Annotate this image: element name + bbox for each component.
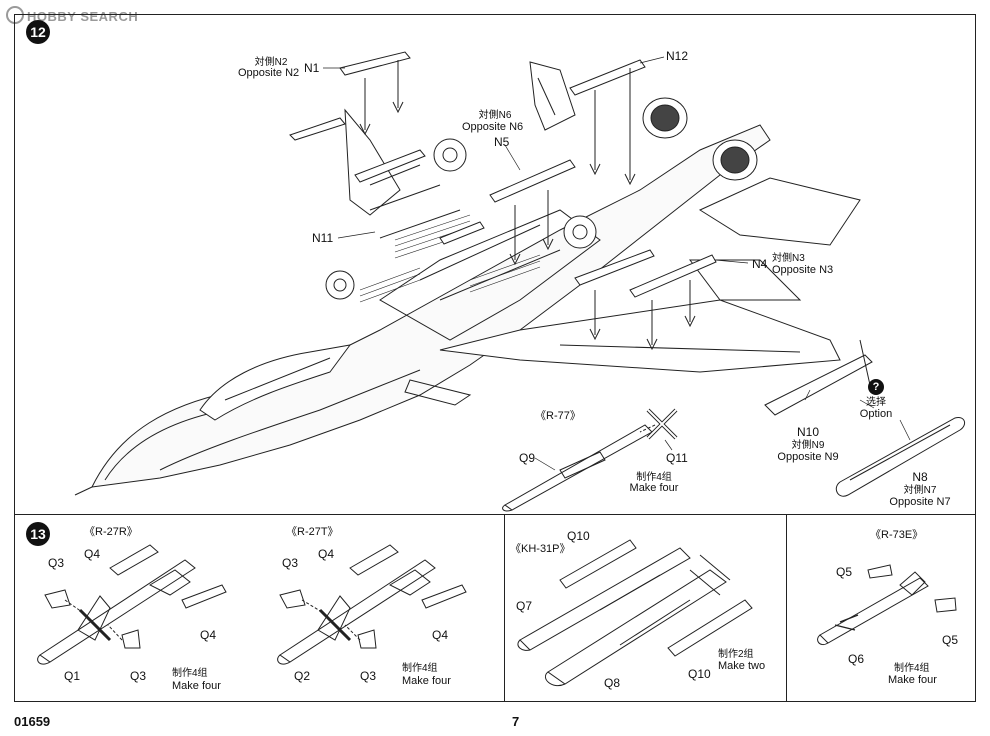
section-divider <box>14 514 976 515</box>
label-kh31p-make-two-en: Make two <box>718 660 766 672</box>
label-r73e-make-four-en: Make four <box>888 674 937 686</box>
label-n7-en: Opposite N7 <box>889 496 951 508</box>
label-r73e-make-four-jp: 制作4组 <box>894 663 930 674</box>
section-divider-vertical <box>504 514 505 702</box>
page-number: 7 <box>512 714 520 729</box>
label-r27r-q3-bottom: Q3 <box>130 669 147 683</box>
label-r77: 《R-77》 <box>535 410 581 422</box>
label-q1: Q1 <box>64 669 81 683</box>
label-r73e-q5-right: Q5 <box>942 633 959 647</box>
label-n10: N10 <box>796 425 819 439</box>
label-n1: N1 <box>304 61 320 75</box>
rail-parts <box>764 339 966 497</box>
label-n7-jp: 対側N7 <box>903 485 937 496</box>
label-n3-jp: 対側N3 <box>772 253 805 264</box>
r27r-missile <box>37 544 227 665</box>
label-n2-jp: 対側N2 <box>254 57 288 68</box>
hobby-search-logo-icon <box>6 6 24 24</box>
product-code: 01659 <box>14 714 51 729</box>
section-divider-vertical-2 <box>786 514 787 702</box>
label-n4: N4 <box>752 257 768 271</box>
label-r77-make-four-en: Make four <box>629 482 679 494</box>
step-12-badge: 12 <box>26 20 50 44</box>
label-r77-make-four-jp: 制作4组 <box>636 472 672 483</box>
label-n5: N5 <box>494 135 510 149</box>
label-n9-en: Opposite N9 <box>777 451 839 463</box>
label-n2-en: Opposite N2 <box>238 67 300 79</box>
label-q9: Q9 <box>519 451 536 465</box>
r27t-missile <box>277 544 467 665</box>
pylon-parts <box>289 51 717 351</box>
label-n8: N8 <box>912 470 928 484</box>
label-r27t: 《R-27T》 <box>286 526 339 538</box>
label-r27r-q3-top: Q3 <box>48 556 65 570</box>
label-kh31p: 《KH-31P》 <box>510 543 571 555</box>
watermark: HOBBY SEARCH <box>6 6 138 24</box>
label-r27r-q4-top: Q4 <box>84 547 101 561</box>
kh31p-missile <box>517 539 753 686</box>
r77-missile <box>502 408 678 512</box>
label-r27t-q4-top: Q4 <box>318 547 335 561</box>
aircraft-illustration <box>74 61 861 496</box>
label-q2: Q2 <box>294 669 311 683</box>
label-n6-en: Opposite N6 <box>462 121 524 133</box>
label-kh31p-q10-bottom: Q10 <box>688 667 711 681</box>
label-n11: N11 <box>312 231 334 245</box>
label-q6: Q6 <box>848 652 865 666</box>
label-r27t-q3-bottom: Q3 <box>360 669 377 683</box>
step-13-badge: 13 <box>26 522 50 546</box>
label-r73e-q5-top: Q5 <box>836 565 853 579</box>
r73e-missile <box>817 564 957 646</box>
label-r27r-q4-right: Q4 <box>200 628 217 642</box>
label-q11: Q11 <box>666 451 688 465</box>
label-r27t-make-four-en: Make four <box>402 675 451 687</box>
label-r27r-make-four-jp: 制作4组 <box>172 668 208 679</box>
label-option-en: Option <box>859 408 893 420</box>
leader-lines <box>323 56 911 471</box>
label-q7: Q7 <box>516 599 533 613</box>
label-n3-en: Opposite N3 <box>772 264 834 276</box>
label-option-jp: 选择 <box>866 397 886 408</box>
label-r27t-q4-right: Q4 <box>432 628 449 642</box>
instruction-frame <box>14 14 976 702</box>
label-r27t-q3-top: Q3 <box>282 556 299 570</box>
label-r73e: 《R-73E》 <box>870 529 924 541</box>
label-kh31p-q10-top: Q10 <box>567 529 590 543</box>
option-question-icon: ? <box>868 379 884 395</box>
label-kh31p-make-two-jp: 制作2组 <box>718 649 754 660</box>
label-n6-jp: 対側N6 <box>478 110 512 121</box>
label-q8: Q8 <box>604 676 621 690</box>
label-n9-jp: 対側N9 <box>791 440 825 451</box>
watermark-text: HOBBY SEARCH <box>27 9 139 24</box>
label-n12: N12 <box>666 49 689 63</box>
label-r27r: 《R-27R》 <box>84 526 138 538</box>
label-r27t-make-four-jp: 制作4组 <box>402 663 438 674</box>
label-r27r-make-four-en: Make four <box>172 680 221 692</box>
